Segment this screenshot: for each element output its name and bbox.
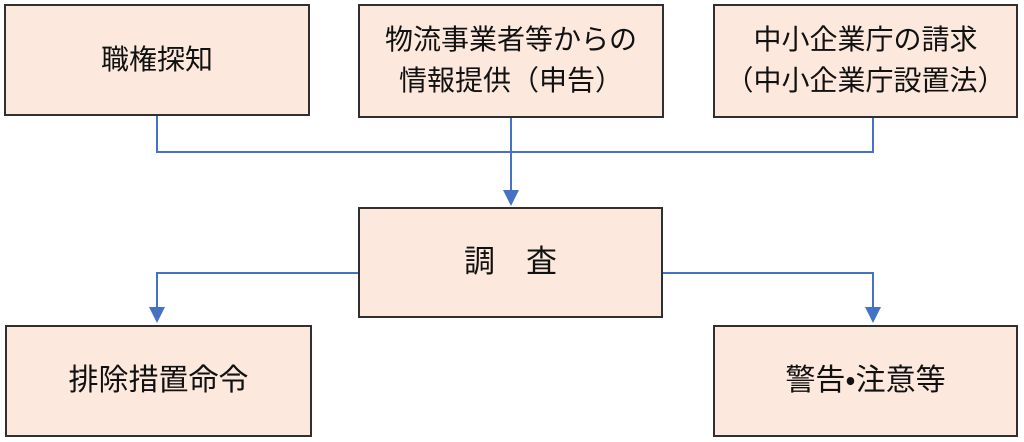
arrowhead-into-elimination-order-icon bbox=[149, 307, 165, 323]
connector-merge-bus bbox=[156, 116, 874, 153]
box-elimination-order: 排除措置命令 bbox=[5, 325, 312, 437]
arrowhead-into-investigation-icon bbox=[503, 190, 519, 206]
connector-investigation-to-elimination-order bbox=[156, 272, 358, 309]
box-ex-officio-detection: 職権探知 bbox=[4, 4, 310, 116]
box-sme-agency-request: 中小企業庁の請求 （中小企業庁設置法） bbox=[713, 4, 1018, 118]
arrowhead-into-warning-icon bbox=[865, 307, 881, 323]
box-investigation: 調 査 bbox=[358, 207, 663, 318]
box-warning-caution: 警告・注意等 bbox=[713, 325, 1018, 437]
connector-investigation-to-warning bbox=[663, 272, 874, 309]
box-logistics-operator-reports: 物流事業者等からの 情報提供（申告） bbox=[358, 4, 664, 118]
